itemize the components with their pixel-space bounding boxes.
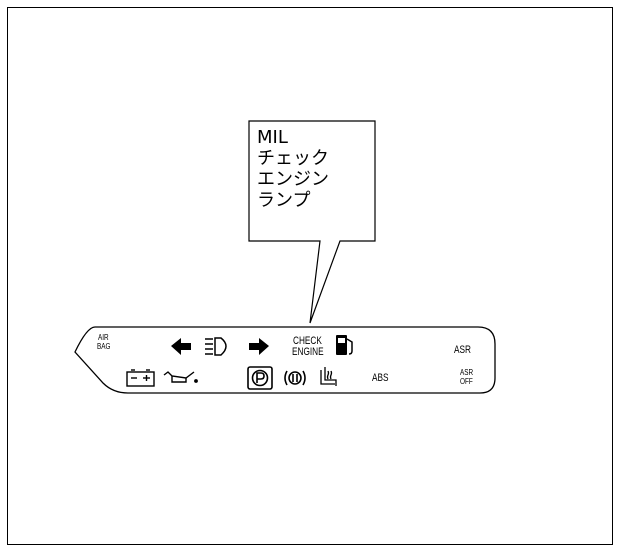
air-bag-label-line2: BAG <box>97 342 111 351</box>
fuel-pump-icon <box>336 335 353 355</box>
callout-line-lamp: ランプ <box>257 190 311 211</box>
asr-off-label-line1: ASR <box>460 368 474 377</box>
battery-icon <box>126 369 155 387</box>
seat-heater-icon <box>320 367 337 386</box>
callout-line-check: チェック <box>257 148 329 169</box>
abs-label: ABS <box>372 372 389 384</box>
callout-line-engine: エンジン <box>257 169 329 190</box>
right-turn-arrow-icon <box>249 338 269 355</box>
page-frame <box>7 7 613 545</box>
asr-label: ASR <box>454 344 471 356</box>
left-turn-arrow-icon <box>171 338 191 355</box>
callout-box <box>248 120 376 324</box>
check-engine-label-line2: ENGINE <box>292 346 324 358</box>
brake-warning-icon <box>284 370 306 386</box>
air-bag-label-line1: AIR <box>98 333 109 342</box>
instrument-panel-outline <box>74 326 496 394</box>
callout-label: MIL チェック エンジン ランプ <box>249 121 375 241</box>
headlight-high-beam-icon <box>205 337 227 356</box>
check-engine-label-line1: CHECK <box>293 335 322 347</box>
parking-brake-icon <box>247 366 273 390</box>
callout-line-mil: MIL <box>257 127 288 148</box>
asr-off-label-line2: OFF <box>460 377 473 386</box>
oil-pressure-icon <box>163 371 198 383</box>
